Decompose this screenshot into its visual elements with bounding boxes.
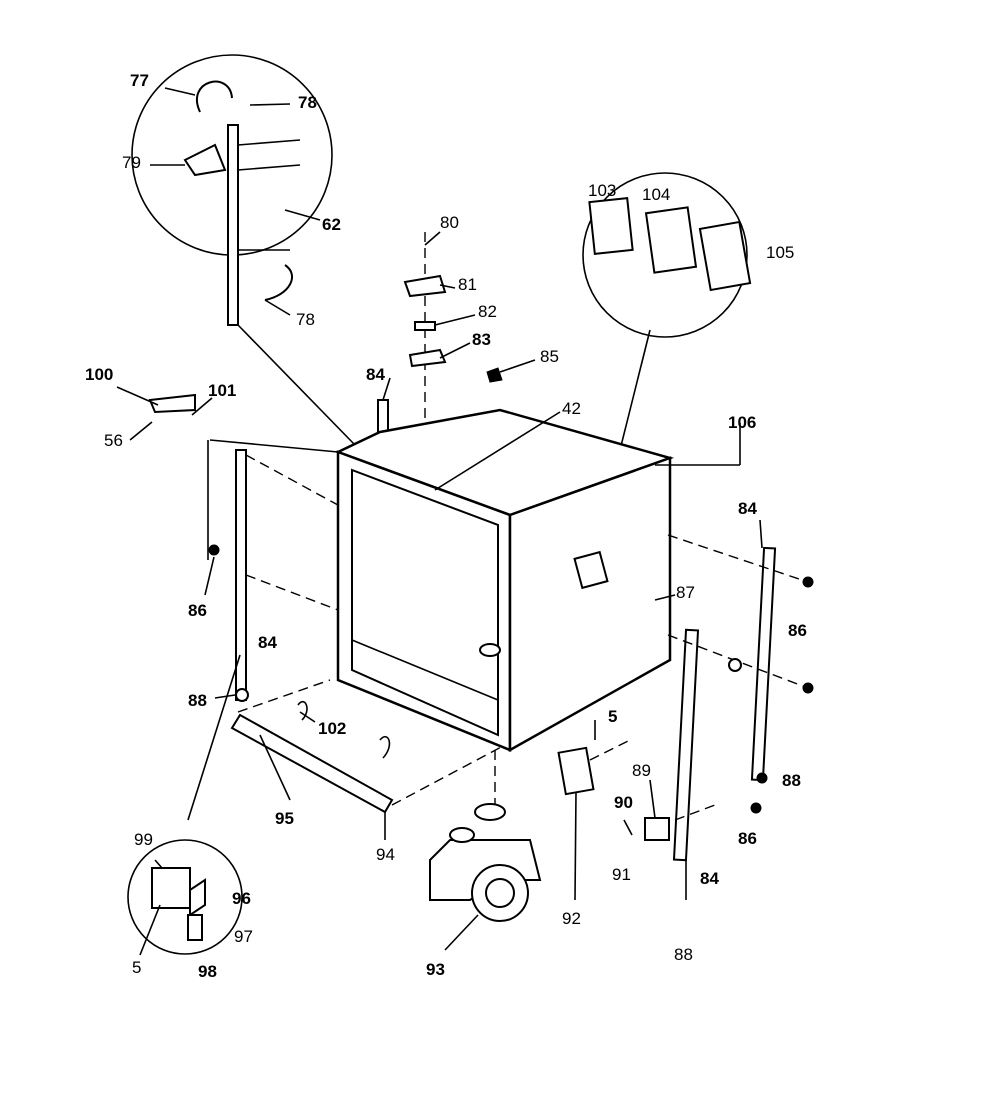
- label-86-left: 86: [188, 601, 207, 620]
- label-102: 102: [318, 719, 346, 738]
- detail-circle-hose: [131, 54, 356, 446]
- label-87: 87: [676, 583, 695, 602]
- label-106: 106: [728, 413, 756, 432]
- label-101: 101: [208, 381, 236, 400]
- label-85: 85: [540, 347, 559, 366]
- label-88-right: 88: [782, 771, 801, 790]
- detail-circle-valve: [127, 839, 243, 955]
- label-92: 92: [562, 909, 581, 928]
- label-83: 83: [472, 330, 491, 349]
- label-88-left: 88: [188, 691, 207, 710]
- label-56: 56: [104, 431, 123, 450]
- left-rail-parts: [148, 393, 339, 821]
- label-105: 105: [766, 243, 794, 262]
- label-80: 80: [440, 213, 459, 232]
- label-62: 62: [322, 215, 341, 234]
- label-86-lower: 86: [738, 829, 757, 848]
- label-79: 79: [122, 153, 141, 172]
- pump-motor: [429, 803, 542, 922]
- label-95: 95: [275, 809, 294, 828]
- label-5-right: 5: [608, 707, 617, 726]
- label-77: 77: [130, 71, 149, 90]
- label-96: 96: [232, 889, 251, 908]
- label-98: 98: [198, 962, 217, 981]
- label-103: 103: [588, 181, 616, 200]
- label-89: 89: [632, 761, 651, 780]
- right-rail-parts: [557, 534, 814, 900]
- label-78-top: 78: [298, 93, 317, 112]
- label-104: 104: [642, 185, 670, 204]
- label-97: 97: [234, 927, 253, 946]
- label-88-bottom: 88: [674, 945, 693, 964]
- label-86-right: 86: [788, 621, 807, 640]
- label-81: 81: [458, 275, 477, 294]
- label-91: 91: [612, 865, 631, 884]
- leader-lines: [116, 87, 763, 956]
- label-94: 94: [376, 845, 395, 864]
- label-99: 99: [134, 830, 153, 849]
- label-90: 90: [614, 793, 633, 812]
- label-5-left: 5: [132, 958, 141, 977]
- label-84-left: 84: [258, 633, 277, 652]
- label-84-right: 84: [738, 499, 757, 518]
- label-84-bottom: 84: [700, 869, 719, 888]
- label-42: 42: [562, 399, 581, 418]
- label-82: 82: [478, 302, 497, 321]
- tub-assembly: [334, 408, 675, 810]
- label-93: 93: [426, 960, 445, 979]
- label-78-bottom: 78: [296, 310, 315, 329]
- detail-circle-plates: [582, 172, 752, 471]
- label-100: 100: [85, 365, 113, 384]
- label-84-top: 84: [366, 365, 385, 384]
- part-number-labels: 77 78 79 62 78 80 81 82 83 84 85 42 103 …: [85, 71, 807, 981]
